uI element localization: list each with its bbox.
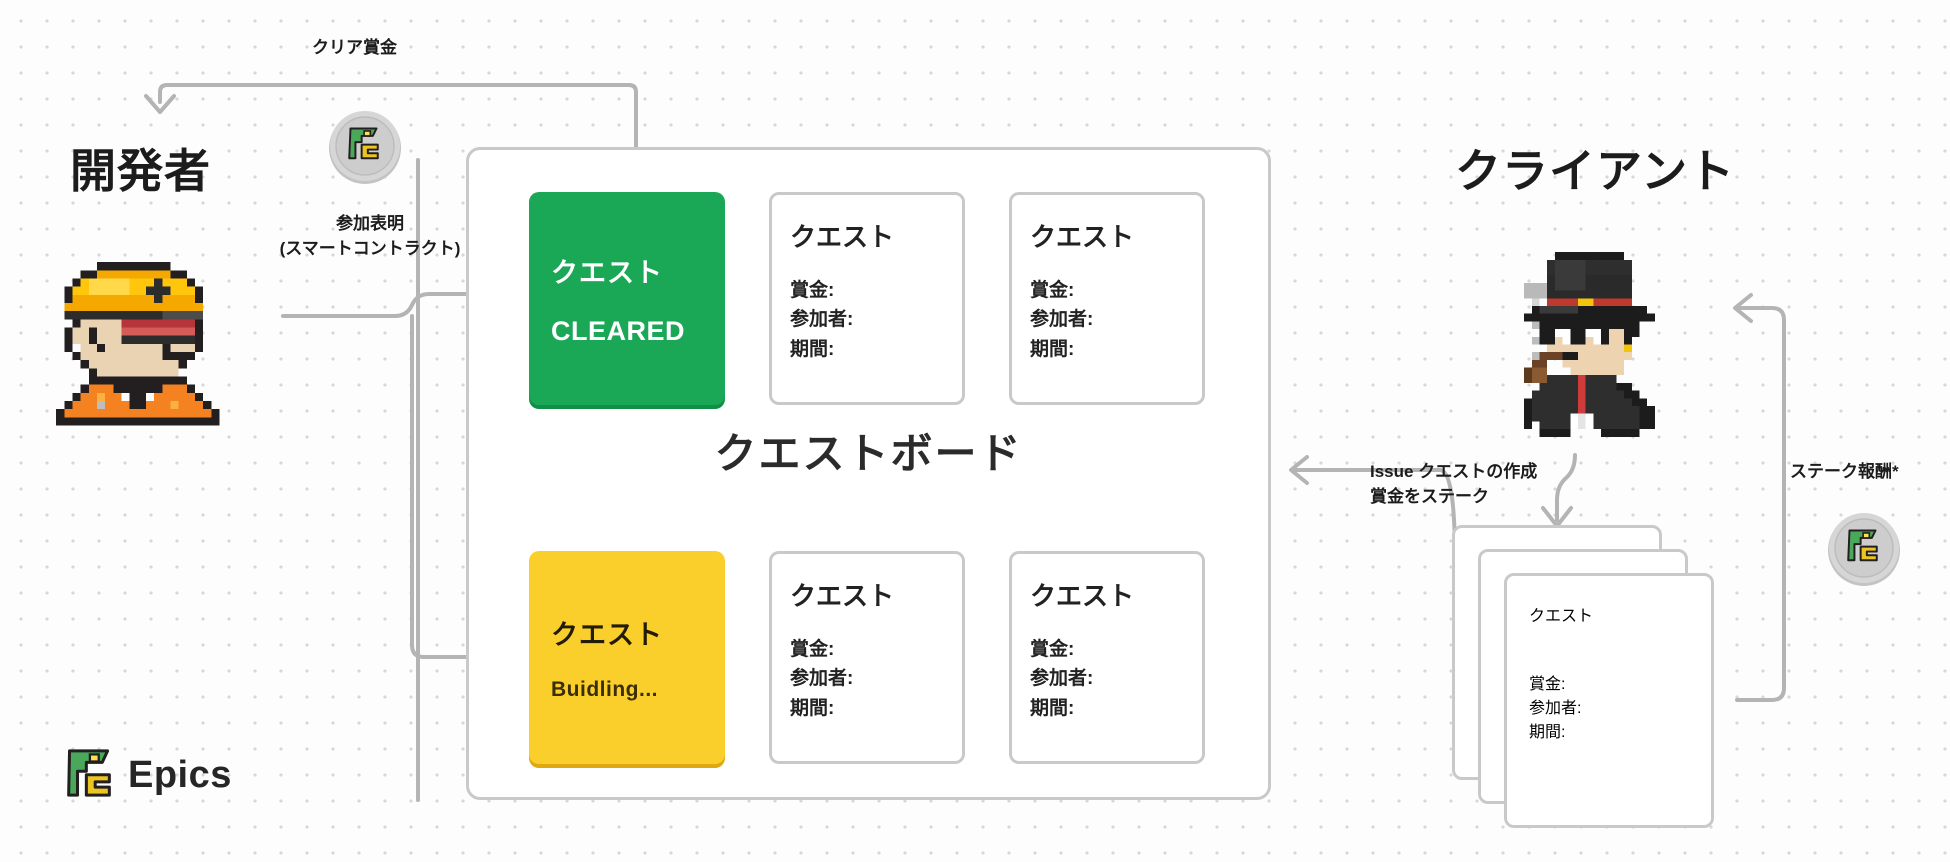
quest-card-plain[interactable]: クエスト 賞金: 参加者: 期間: — [769, 551, 965, 764]
quest-card-cleared-title: クエスト — [551, 257, 663, 288]
quest-card-meta-bounty: 賞金: — [1030, 280, 1075, 301]
quest-card-meta-bounty: 賞金: — [790, 280, 835, 301]
epics-coin — [1825, 510, 1903, 588]
quest-card-title: クエスト — [1030, 222, 1135, 252]
quest-card-meta-participants: 参加者: — [1030, 668, 1094, 690]
quest-stack-meta: 賞金: 参加者: 期間: — [1529, 670, 1689, 742]
quest-stack-meta-period: 期間: — [1529, 724, 1566, 741]
quest-card-plain[interactable]: クエスト 賞金: 参加者: 期間: — [769, 192, 965, 405]
quest-card-meta: 賞金: 参加者: 期間: — [790, 276, 944, 364]
quest-card-meta-participants: 参加者: — [1030, 309, 1094, 331]
quest-card-plain[interactable]: クエスト 賞金: 参加者: 期間: — [1009, 551, 1205, 764]
developer-role-title: 開発者 — [70, 145, 211, 197]
quest-card-title: クエスト — [790, 581, 895, 611]
developer-pixel-avatar — [48, 252, 244, 452]
epics-logo-icon — [66, 747, 112, 804]
quest-card-plain[interactable]: クエスト 賞金: 参加者: 期間: — [1009, 192, 1205, 405]
epics-wordmark: Epics — [128, 754, 232, 796]
label-participation: 参加表明 (スマートコントラクト) — [270, 212, 470, 261]
quest-card-cleared[interactable]: クエスト CLEARED — [529, 192, 725, 405]
quest-card-meta-participants: 参加者: — [790, 668, 854, 690]
quest-board-title: クエストボード — [714, 430, 1023, 477]
quest-card-meta: 賞金: 参加者: 期間: — [790, 635, 944, 723]
quest-card-meta-participants: 参加者: — [790, 309, 854, 331]
quest-card-meta-bounty: 賞金: — [790, 639, 835, 660]
quest-card-meta-period: 期間: — [790, 338, 835, 360]
client-quest-stack: クエスト 賞金: 参加者: 期間: — [1452, 525, 1762, 828]
label-issue-create-line1: Issue クエストの作成 — [1370, 462, 1538, 481]
quest-card-title: クエスト — [790, 222, 895, 252]
quest-stack-meta-participants: 参加者: — [1529, 700, 1582, 717]
label-issue-create: Issue クエストの作成 賞金をステーク — [1370, 460, 1537, 509]
epics-coin — [326, 108, 404, 186]
label-clear-reward: クリア賞金 — [312, 38, 397, 57]
client-role-title: クライアント — [1455, 145, 1736, 197]
label-stake-reward: ステーク報酬* — [1790, 462, 1899, 481]
quest-stack-meta-bounty: 賞金: — [1529, 676, 1566, 693]
quest-card-meta: 賞金: 参加者: 期間: — [1030, 276, 1184, 364]
epics-brand: Epics — [66, 747, 232, 804]
quest-card-cleared-state: CLEARED — [551, 315, 686, 346]
label-issue-create-line2: 賞金をステーク — [1370, 486, 1489, 506]
quest-board-panel: クエストボード クエスト CLEARED クエスト 賞金: 参加者: 期間: ク… — [466, 147, 1271, 800]
quest-card-meta-period: 期間: — [790, 697, 835, 719]
quest-card-building[interactable]: クエスト Buidling... — [529, 551, 725, 764]
quest-stack-title: クエスト — [1529, 608, 1594, 625]
label-participation-line1: 参加表明 — [336, 214, 404, 233]
quest-card-meta: 賞金: 参加者: 期間: — [1030, 635, 1184, 723]
quest-stack-sheet-front[interactable]: クエスト 賞金: 参加者: 期間: — [1504, 573, 1714, 828]
quest-card-building-state: Buidling... — [551, 678, 658, 701]
quest-card-meta-period: 期間: — [1030, 338, 1075, 360]
quest-card-building-title: クエスト — [551, 620, 663, 650]
label-participation-line2: (スマートコントラクト) — [279, 238, 461, 258]
quest-card-title: クエスト — [1030, 581, 1135, 611]
quest-card-meta-bounty: 賞金: — [1030, 639, 1075, 660]
quest-card-meta-period: 期間: — [1030, 697, 1075, 719]
client-pixel-avatar — [1478, 250, 1678, 462]
